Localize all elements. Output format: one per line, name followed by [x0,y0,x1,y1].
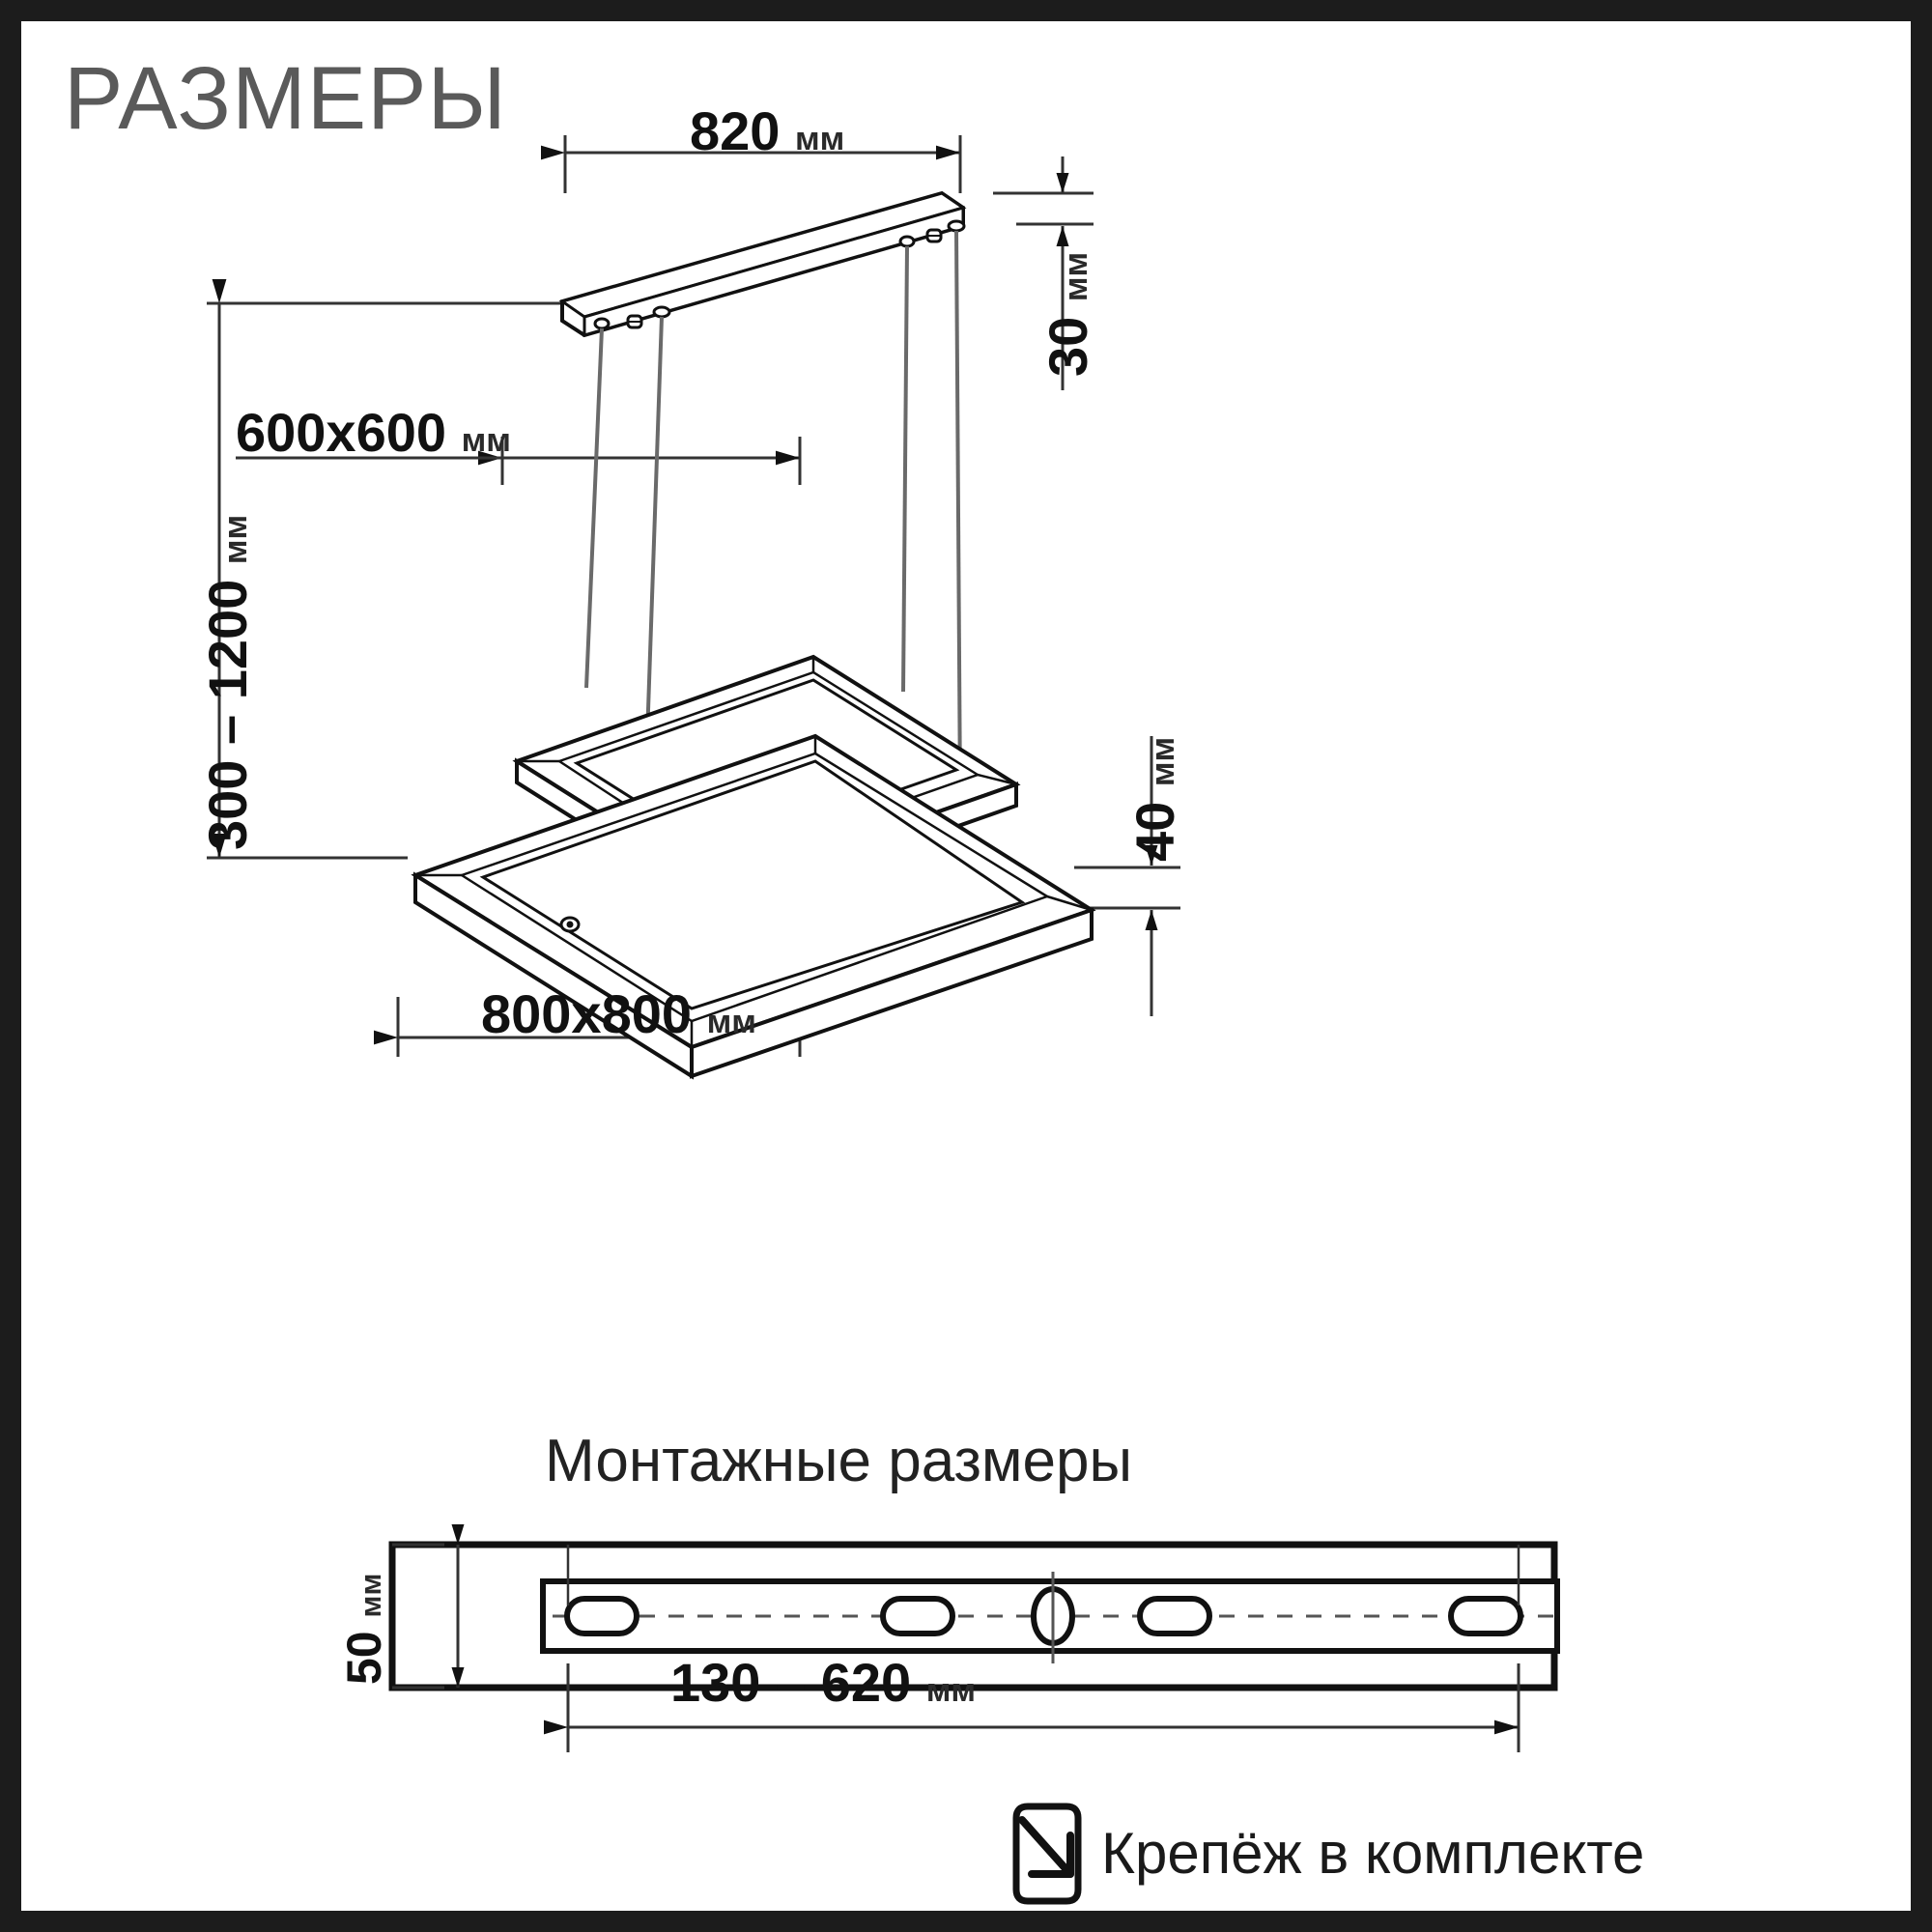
dimension-unit-130-620: мм [925,1672,977,1709]
drawing-canvas: РАЗМЕРЫ 820 мм 30 мм 300 – 1200 мм 600x6… [21,21,1911,1911]
dimension-label-50: 50 мм [337,1573,391,1685]
mounting-heading: Монтажные размеры [545,1428,1133,1494]
dimension-50 [392,1524,465,1690]
dimension-value-50: 50 [337,1631,391,1685]
dimension-label-130-620: 130 – 620 мм [670,1656,976,1710]
download-into-box-icon [1012,1803,1082,1905]
dimension-value-drop-range: 300 – 1200 [197,579,258,850]
dimension-value-800x800: 800x800 [481,983,693,1044]
dimension-label-600x600: 600x600 мм [236,406,511,460]
dimension-unit-40: мм [1145,736,1181,787]
dimension-unit-800x800: мм [706,1004,756,1040]
dimension-unit-30: мм [1058,251,1094,302]
canopy-assembly [558,190,967,338]
dimension-label-40: 40 мм [1124,736,1185,862]
dimension-820 [541,135,962,193]
dimension-unit-drop-range: мм [217,514,254,565]
mounting-bracket-detail [388,1541,1560,1691]
page-title: РАЗМЕРЫ [64,49,507,148]
dimension-label-820: 820 мм [690,104,844,158]
dimension-unit-600x600: мм [461,422,511,459]
dimension-30 [993,156,1094,390]
dimension-label-30: 30 мм [1037,251,1098,377]
dimension-unit-820: мм [795,121,845,157]
dimension-label-800x800: 800x800 мм [481,987,756,1041]
dimension-130-620 [544,1545,1520,1752]
dimension-300-1200 [207,279,562,860]
dimension-value-130-620: 130 – 620 [670,1652,912,1713]
technical-drawing-svg [207,135,1560,1905]
dimension-value-600x600: 600x600 [236,402,447,463]
dimension-value-820: 820 [690,100,781,161]
dimension-value-40: 40 [1124,801,1185,862]
fasteners-included-note: Крепёж в комплекте [1101,1821,1645,1886]
dimension-label-drop-range: 300 – 1200 мм [197,514,258,850]
dimension-unit-50: мм [354,1573,387,1618]
outer-frame-800 [411,733,1096,1080]
dimension-600x600 [236,437,802,485]
dimension-value-30: 30 [1037,316,1098,377]
